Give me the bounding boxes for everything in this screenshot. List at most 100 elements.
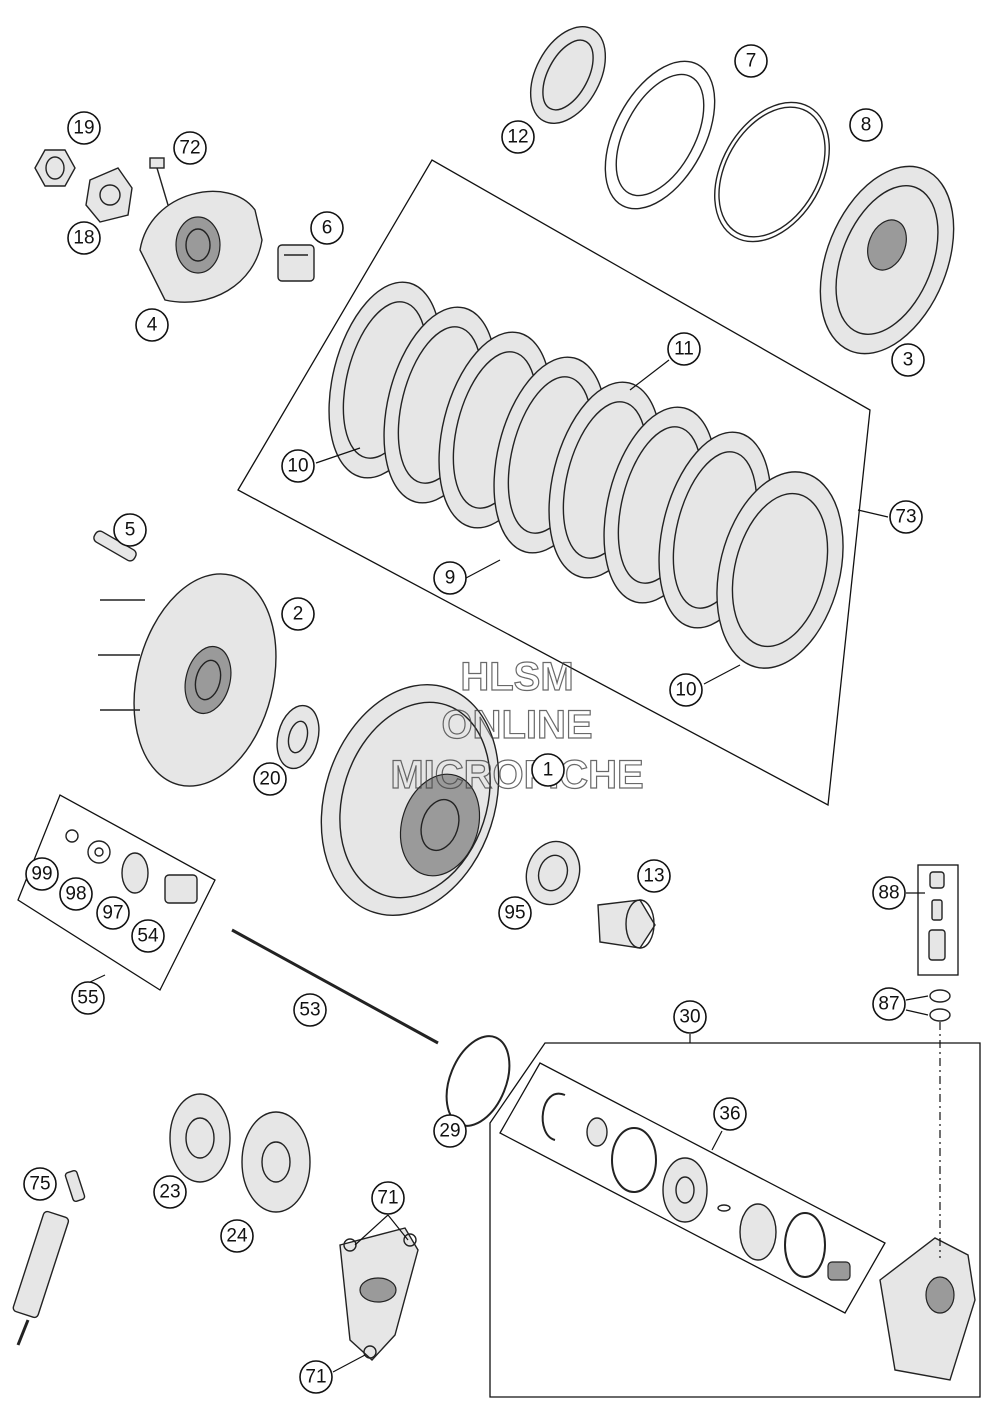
callout-9: 9 xyxy=(433,561,467,595)
callout-10-bottom: 10 xyxy=(669,673,703,707)
thrust-washer-part xyxy=(604,60,716,210)
watermark-line-1: HLSM xyxy=(460,655,573,699)
callout-13-label: 13 xyxy=(643,866,664,887)
callout-24-label: 24 xyxy=(226,1226,248,1247)
callout-71-top: 71 xyxy=(371,1181,405,1215)
callout-12: 12 xyxy=(501,120,535,154)
callout-97-label: 97 xyxy=(102,903,123,924)
callout-6-label: 6 xyxy=(322,218,333,239)
push-rod-part xyxy=(231,928,439,1045)
callout-7-label: 7 xyxy=(746,51,757,72)
callout-19: 19 xyxy=(67,111,101,145)
grease-syringe-part xyxy=(12,1169,86,1346)
callout-55: 55 xyxy=(71,981,105,1015)
callout-10-top: 10 xyxy=(281,449,315,483)
callout-75-label: 75 xyxy=(29,1174,50,1195)
watermark-line-2: ONLINE xyxy=(441,703,592,747)
pressure-plate-part xyxy=(819,165,955,355)
callout-54: 54 xyxy=(131,919,165,953)
callout-7: 7 xyxy=(734,44,768,78)
callout-29-label: 29 xyxy=(439,1121,460,1142)
clutch-basket-part xyxy=(320,684,500,916)
kit-30-frame xyxy=(489,1042,981,1398)
callout-95: 95 xyxy=(498,896,532,930)
inner-hub-part xyxy=(98,573,277,787)
callout-72-label: 72 xyxy=(179,138,200,159)
callout-12-label: 12 xyxy=(507,127,528,148)
lock-washer-part xyxy=(85,167,133,223)
callout-71-bottom-label: 71 xyxy=(305,1367,326,1388)
callout-87: 87 xyxy=(872,987,906,1021)
callout-87-label: 87 xyxy=(878,994,899,1015)
clutch-plate-pack xyxy=(328,281,844,669)
bleeder-valve-part xyxy=(928,871,946,961)
clutch-hub-part xyxy=(139,190,263,303)
callout-5: 5 xyxy=(113,513,147,547)
callout-10-top-label: 10 xyxy=(287,456,308,477)
gear-24-part xyxy=(241,1111,311,1213)
callout-71-top-label: 71 xyxy=(377,1188,398,1209)
callout-4: 4 xyxy=(135,308,169,342)
callout-8: 8 xyxy=(849,108,883,142)
callout-36-label: 36 xyxy=(719,1104,740,1125)
callout-24: 24 xyxy=(220,1219,254,1253)
callout-71-bottom: 71 xyxy=(299,1360,333,1394)
callout-99: 99 xyxy=(25,857,59,891)
callout-1-label: 1 xyxy=(543,760,554,781)
callout-72: 72 xyxy=(173,131,207,165)
washer-part xyxy=(276,704,320,770)
leader-lines xyxy=(87,359,929,1373)
callout-4-label: 4 xyxy=(147,315,158,336)
bushing-part xyxy=(597,899,656,949)
callout-11: 11 xyxy=(667,332,701,366)
callout-98: 98 xyxy=(59,877,93,911)
gear-23-part xyxy=(169,1093,231,1183)
callout-54-label: 54 xyxy=(137,926,159,947)
callout-2: 2 xyxy=(281,597,315,631)
callout-53: 53 xyxy=(293,993,327,1027)
needle-bearing-part xyxy=(525,840,581,906)
watermark-line-3: MICROFICHE xyxy=(390,753,643,797)
callout-18-label: 18 xyxy=(73,228,94,249)
callout-73-label: 73 xyxy=(895,507,916,528)
bearing-ring-part xyxy=(529,25,607,125)
plate-pack-frame xyxy=(237,159,871,807)
slave-cylinder-part xyxy=(879,1237,976,1381)
slave-cylinder-cover-part xyxy=(339,1227,419,1361)
callout-97: 97 xyxy=(96,896,130,930)
callout-88: 88 xyxy=(872,876,906,910)
callout-10-bottom-label: 10 xyxy=(675,680,696,701)
callout-29: 29 xyxy=(433,1114,467,1148)
kit-36-frame xyxy=(499,1062,886,1314)
callout-95-label: 95 xyxy=(504,903,525,924)
callout-8-label: 8 xyxy=(861,115,872,136)
callout-19-label: 19 xyxy=(73,118,94,139)
callout-5-label: 5 xyxy=(125,520,136,541)
kit-36-parts xyxy=(541,1092,851,1281)
callout-88-label: 88 xyxy=(878,883,899,904)
callout-23: 23 xyxy=(153,1175,187,1209)
callout-98-label: 98 xyxy=(65,884,86,905)
damper-part xyxy=(277,244,315,282)
callout-2-label: 2 xyxy=(293,604,304,625)
callout-30-label: 30 xyxy=(679,1007,700,1028)
callout-9-label: 9 xyxy=(445,568,456,589)
callout-3-label: 3 xyxy=(903,350,914,371)
callout-11-label: 11 xyxy=(674,339,694,360)
sealing-washers-part xyxy=(929,989,951,1022)
nut-part xyxy=(34,149,76,187)
bolt-part xyxy=(149,157,169,206)
watermark: HLSM ONLINE MICROFICHE xyxy=(390,654,645,797)
callout-13: 13 xyxy=(637,859,671,893)
callout-20-label: 20 xyxy=(259,769,280,790)
callout-75: 75 xyxy=(23,1167,57,1201)
callout-6: 6 xyxy=(310,211,344,245)
callout-1: 1 xyxy=(531,753,565,787)
callout-55-label: 55 xyxy=(77,988,98,1009)
callout-73: 73 xyxy=(889,500,923,534)
callout-53-label: 53 xyxy=(299,1000,320,1021)
callout-3: 3 xyxy=(891,343,925,377)
wire-ring-part xyxy=(714,101,830,243)
callout-30: 30 xyxy=(673,1000,707,1034)
